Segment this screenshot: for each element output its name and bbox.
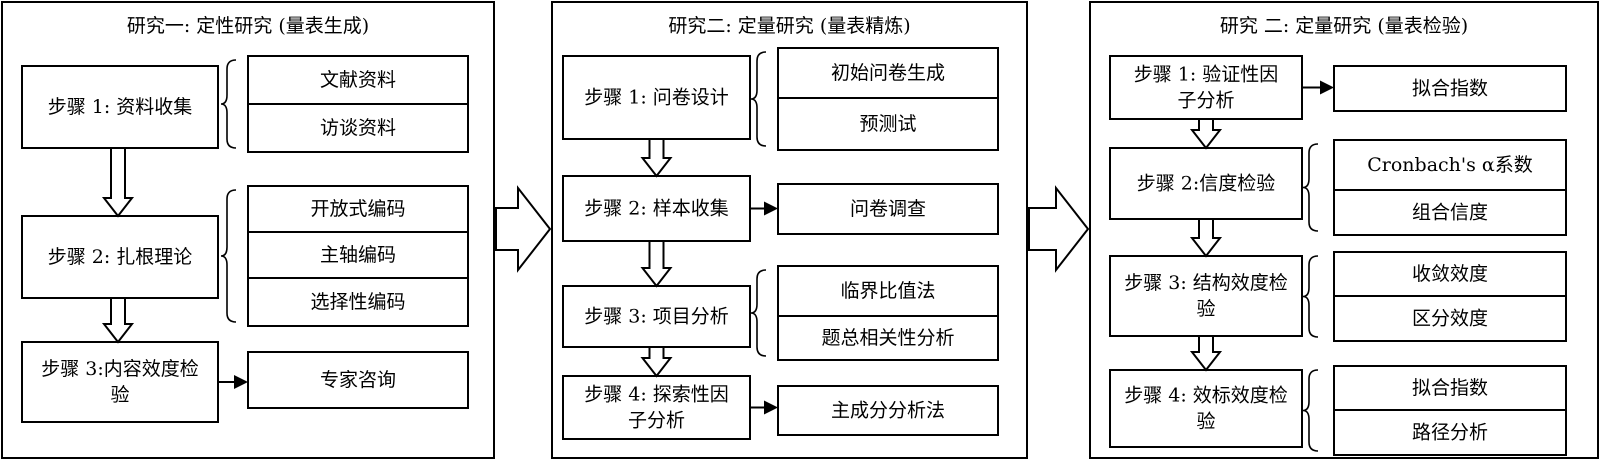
step-box [1109,369,1303,448]
step-3-items: 专家咨询 [247,351,469,409]
down-arrow-3-3 [1189,335,1223,372]
step-label: 验 [1196,298,1215,320]
down-arrow-2-2 [640,240,673,288]
step-label: 步骤 4: 探索性因 [584,384,729,406]
step-label: 步骤 4: 效标效度检 [1124,385,1288,407]
step-label: 步骤 3: 项目分析 [584,306,729,328]
item-group-box [247,185,469,327]
item-group-box [1333,65,1567,112]
brace-step-2-3 [750,269,767,357]
step-label: 步骤 2: 样本收集 [584,198,729,220]
item-label: Cronbach's α系数 [1367,154,1533,176]
panel-arrow-2 [1028,185,1090,273]
item-label: 题总相关性分析 [821,327,954,349]
arrow-step-1-3 [218,375,248,389]
item-label: 专家咨询 [320,369,396,391]
arrow-step-2-4 [750,400,778,415]
brace-step-3-2 [1302,143,1319,232]
down-arrow-1-2 [101,297,135,344]
step-label: 步骤 2:信度检验 [1137,173,1276,195]
panel-title: 研究一: 定性研究 (量表生成) [127,15,369,37]
arrow-step-2-2 [750,201,778,216]
item-label: 收敛效度 [1412,263,1488,285]
step-2: 步骤 2:信度检验 [1109,147,1303,220]
step-label: 子分析 [1177,90,1234,112]
step-label: 验 [1196,411,1215,433]
down-arrow-2-3 [640,346,673,378]
step-2: 步骤 2: 样本收集 [562,175,751,242]
step-2: 步骤 2: 扎根理论 [21,215,219,299]
step-1-items: 拟合指数 [1333,65,1567,112]
item-label: 临界比值法 [840,280,935,302]
step-label: 步骤 1: 验证性因 [1134,64,1279,86]
down-arrow-1-1 [101,147,135,218]
down-arrow-3-1 [1189,118,1223,150]
step-1: 步骤 1: 资料收集 [21,65,219,149]
step-1: 步骤 1: 问卷设计 [562,55,751,140]
item-label: 选择性编码 [310,291,405,313]
brace-step-1-1 [220,59,237,149]
step-label: 步骤 3:内容效度检 [41,358,199,380]
item-label: 组合信度 [1412,202,1488,224]
step-label: 子分析 [628,410,685,432]
brace-step-3-4 [1302,369,1319,452]
step-4-items: 主成分分析法 [777,385,999,436]
down-arrow-2-1 [640,138,673,178]
item-group-box [247,351,469,409]
step-box [21,341,219,423]
item-label: 预测试 [859,113,916,135]
item-label: 拟合指数 [1412,377,1488,399]
item-label: 开放式编码 [310,198,405,220]
item-group-box [777,183,999,235]
item-label: 拟合指数 [1412,78,1488,100]
item-label: 区分效度 [1412,308,1488,330]
panel-title: 研究 二: 定量研究 (量表检验) [1220,15,1468,37]
step-label: 验 [110,384,129,406]
step-box [1109,255,1303,337]
step-box [21,215,219,299]
step-label: 步骤 2: 扎根理论 [48,246,193,268]
step-3: 步骤 3: 项目分析 [562,285,751,348]
item-label: 问卷调查 [850,198,926,220]
brace-step-3-3 [1302,255,1319,338]
arrow-step-3-1 [1302,80,1334,95]
step-label: 步骤 3: 结构效度检 [1124,272,1288,294]
step-label: 步骤 1: 问卷设计 [584,87,729,109]
item-group-box [777,265,999,361]
step-2-items: 问卷调查 [777,183,999,235]
item-label: 文献资料 [320,69,396,91]
brace-step-2-1 [750,51,767,147]
item-group-box [777,385,999,436]
step-label: 步骤 1: 资料收集 [48,96,193,118]
step-box [21,65,219,149]
brace-step-1-2 [220,189,237,323]
down-arrow-3-2 [1189,218,1223,258]
panel-arrow-1 [495,185,552,273]
item-label: 路径分析 [1412,422,1488,444]
item-group-box [1333,139,1567,236]
item-label: 主轴编码 [320,244,396,266]
panel-title: 研究二: 定量研究 (量表精炼) [668,15,910,37]
item-label: 访谈资料 [320,117,396,139]
item-label: 主成分分析法 [831,400,945,422]
item-label: 初始问卷生成 [831,62,945,84]
